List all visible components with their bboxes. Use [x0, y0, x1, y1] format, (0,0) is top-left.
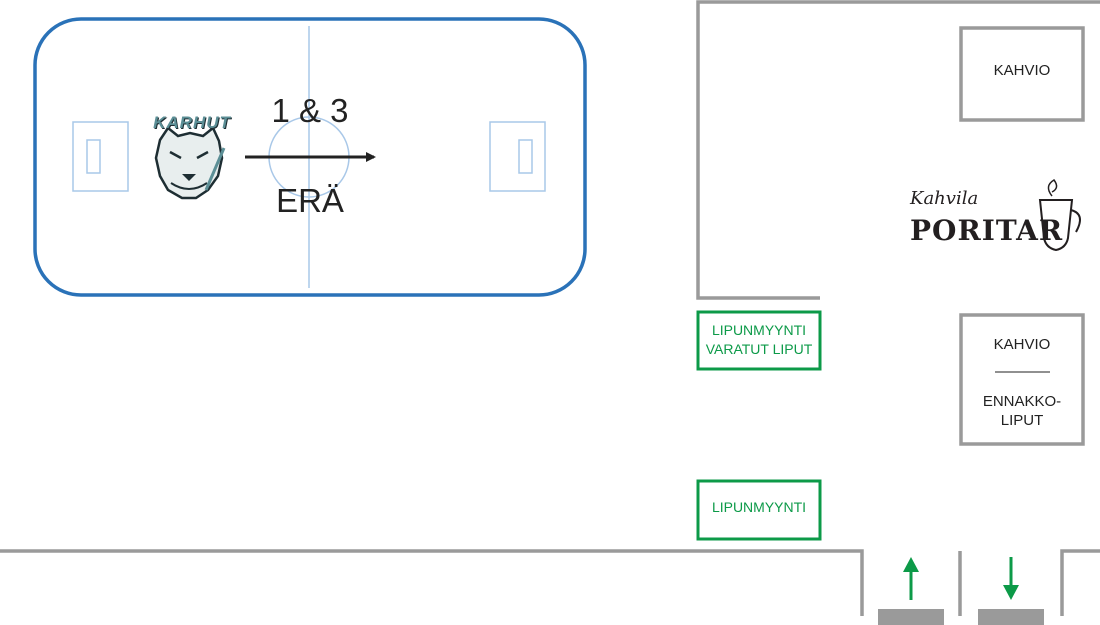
ticket-booth-reserved	[696, 310, 822, 371]
right-goal-crease	[489, 121, 546, 192]
coffee-cup-icon	[1038, 179, 1081, 252]
outer-wall	[0, 549, 1100, 616]
ticket-booth	[696, 479, 822, 541]
advance-tickets-line1: ENNAKKO-	[982, 393, 1062, 410]
period-suffix-label: ERÄ	[276, 182, 344, 219]
arrow-down-icon	[1003, 557, 1019, 600]
kahvio-counter-top	[959, 26, 1085, 122]
ticket-booth-label: LIPUNMYYNTI	[711, 499, 807, 515]
entrance-door-left	[878, 609, 944, 625]
cafe-brand-name: PORITAR	[910, 214, 1064, 247]
arrow-up-icon	[903, 557, 919, 600]
left-goal-crease	[72, 121, 129, 192]
period-label: 1 & 3	[271, 92, 349, 129]
left-goal	[86, 139, 101, 174]
cafe-brand-script: Kahvila	[910, 188, 979, 209]
ticket-booth-reserved-label: LIPUNMYYNTI VARATUT LIPUT	[698, 321, 820, 359]
ticket-booth-reserved-line1: LIPUNMYYNTI	[711, 322, 807, 338]
advance-tickets-line2: LIPUT	[1000, 412, 1044, 429]
entrance-door-right	[978, 609, 1044, 625]
right-goal	[518, 139, 533, 174]
advance-tickets-label: ENNAKKO- LIPUT	[962, 392, 1082, 430]
bear-logo-icon	[154, 126, 226, 200]
kahvio-label-bottom: KAHVIO	[993, 336, 1051, 353]
kahvio-counter-bottom	[959, 313, 1085, 446]
team-logo-text: KARHUT	[153, 113, 231, 132]
ticket-booth-reserved-line2: VARATUT LIPUT	[705, 341, 813, 357]
kahvio-label-top: KAHVIO	[993, 62, 1051, 79]
cafe-building-wall	[696, 0, 1100, 300]
